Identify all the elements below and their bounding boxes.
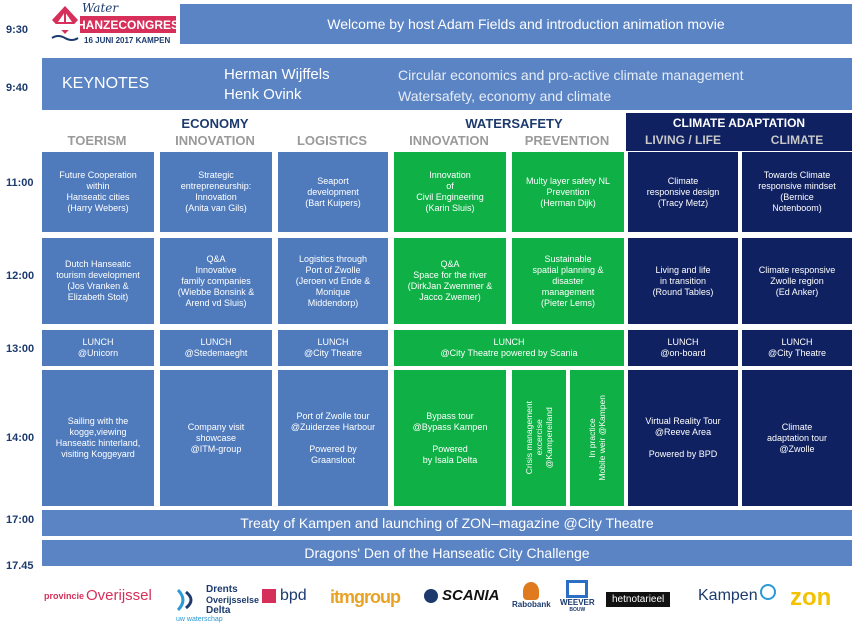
sponsor-kampen-name: Kampen (698, 587, 758, 604)
logo-congress-title: HANZECONGRES (77, 16, 180, 33)
time-label: 12:00 (6, 270, 35, 282)
tour-cell-label: In practice Mobile weir @Kampen (587, 395, 607, 481)
treaty-text: Treaty of Kampen and launching of ZON–ma… (240, 515, 654, 531)
sponsor-rabobank-name: Rabobank (512, 600, 551, 609)
scania-griffin-icon (424, 588, 438, 603)
treaty-band: Treaty of Kampen and launching of ZON–ma… (42, 510, 852, 536)
sponsor-notarieel-logo: hetnotarieel (606, 592, 671, 607)
lunch-cell[interactable]: LUNCH @on-board (628, 330, 738, 366)
tour-cell[interactable]: Bypass tour @Bypass Kampen Powered by Is… (394, 370, 506, 506)
tour-cell[interactable]: Company visit showcase @ITM-group (160, 370, 272, 506)
keynotes-band: KEYNOTES Herman Wijffels Henk Ovink Circ… (42, 58, 852, 110)
tour-cell[interactable]: Virtual Reality Tour @Reeve Area Powered… (628, 370, 738, 506)
time-label: 9:40 (6, 82, 29, 94)
session-cell[interactable]: Climate responsive design (Tracy Metz) (628, 152, 738, 232)
keynote-speaker: Henk Ovink (224, 86, 302, 103)
time-label: 14:00 (6, 432, 35, 444)
lunch-cell[interactable]: LUNCH @Stedemaeght (160, 330, 272, 366)
sponsor-weever-logo: WEEVER BOUW (560, 580, 595, 613)
time-label: 13:00 (6, 343, 35, 355)
sponsor-itm-logo: itmgroup (330, 587, 401, 608)
column-header-toerism: TOERISM (67, 133, 127, 148)
drents-wave-icon (176, 588, 193, 612)
column-header-prevention: PREVENTION (524, 133, 610, 148)
sponsor-zon-logo: zon (790, 584, 831, 612)
tour-cell-label: Crisis management excercise @Kampereilan… (524, 401, 554, 475)
session-cell[interactable]: Strategic entrepreneurship: Innovation (… (160, 152, 272, 232)
sponsor-zon-name: zon (790, 584, 832, 611)
dragons-band: Dragons' Den of the Hanseatic City Chall… (42, 540, 852, 566)
sponsor-bpd-logo: bpd (262, 587, 307, 605)
sponsor-scania-logo: SCANIA (424, 587, 500, 604)
session-cell[interactable]: Climate responsive Zwolle region (Ed Ank… (742, 238, 852, 324)
group-header-economy: ECONOMY (181, 116, 249, 131)
keynote-speaker: Herman Wijffels (224, 66, 330, 83)
sponsor-overijssel-logo: provincie Overijssel (44, 587, 152, 604)
welcome-band: Welcome by host Adam Fields and introduc… (180, 4, 852, 44)
group-header-climate: CLIMATE ADAPTATION (672, 116, 806, 130)
sponsor-notarieel-name: hetnotarieel (612, 594, 665, 605)
tour-cell[interactable]: Climate adaptation tour @Zwolle (742, 370, 852, 506)
sponsor-drents-line: uw waterschap (176, 616, 223, 623)
keynote-topic: Watersafety, economy and climate (398, 88, 612, 104)
sponsor-drents-line: Delta (206, 605, 231, 616)
session-cell[interactable]: Seaport development (Bart Kuipers) (278, 152, 388, 232)
welcome-text: Welcome by host Adam Fields and introduc… (327, 16, 725, 32)
logo-congress-label: HANZECONGRES (77, 17, 180, 32)
sponsor-drents-logo: Drents Overijsselse Delta uw waterschap (176, 584, 259, 623)
session-cell[interactable]: Q&A Innovative family companies (Wiebbe … (160, 238, 272, 324)
column-header-living: LIVING / LIFE (644, 133, 721, 147)
tour-cell[interactable]: Port of Zwolle tour @Zuiderzee Harbour P… (278, 370, 388, 506)
rabobank-emblem-icon (523, 582, 540, 600)
session-cell[interactable]: Q&A Space for the river (DirkJan Zwemmer… (394, 238, 506, 324)
event-logo: Water connects HANZECONGRES 16 JUNI 2017… (48, 1, 180, 50)
dragons-text: Dragons' Den of the Hanseatic City Chall… (304, 545, 590, 561)
time-label: 9:30 (6, 24, 29, 36)
sponsor-kampen-logo: Kampen (698, 584, 776, 605)
lunch-cell[interactable]: LUNCH @City Theatre powered by Scania (394, 330, 624, 366)
column-header-climate: CLIMATE (770, 133, 824, 147)
lunch-cell[interactable]: LUNCH @City Theatre (742, 330, 852, 366)
kampen-mark-icon (759, 584, 776, 600)
logo-date: 16 JUNI 2017 KAMPEN (84, 36, 171, 45)
sponsor-overijssel-prefix: provincie (44, 590, 85, 601)
session-cell[interactable]: Living and life in transition (Round Tab… (628, 238, 738, 324)
column-header-innovation: INNOVATION (175, 133, 255, 148)
sponsor-drents-line: Drents (206, 584, 238, 595)
logo-ship-icon (51, 6, 79, 41)
sponsor-bpd-name: bpd (280, 587, 307, 604)
session-cell[interactable]: Sustainable spatial planning & disaster … (512, 238, 624, 324)
session-cell[interactable]: Towards Climate responsive mindset (Bern… (742, 152, 852, 232)
time-label: 17.45 (6, 560, 34, 572)
keynotes-label: KEYNOTES (62, 75, 150, 92)
session-cell[interactable]: Multy layer safety NL Prevention (Herman… (512, 152, 624, 232)
tour-cell[interactable]: Sailing with the kogge,viewing Hanseatic… (42, 370, 154, 506)
sponsor-drents-line: Overijsselse (206, 595, 260, 605)
session-cell[interactable]: Future Cooperation within Hanseatic citi… (42, 152, 154, 232)
tour-cell[interactable]: In practice Mobile weir @Kampen (570, 370, 624, 506)
sponsor-rabobank-logo: Rabobank (512, 582, 551, 609)
group-header-watersafety: WATERSAFETY (465, 116, 563, 131)
time-label: 11:00 (6, 177, 34, 189)
keynote-topic: Circular economics and pro-active climat… (398, 67, 744, 83)
session-cell[interactable]: Logistics through Port of Zwolle (Jeroen… (278, 238, 388, 324)
column-header-logistics: LOGISTICS (296, 133, 368, 148)
climate-header-block (626, 113, 852, 151)
sponsor-weever-sub: BOUW (569, 607, 586, 613)
lunch-cell[interactable]: LUNCH @City Theatre (278, 330, 388, 366)
sponsor-overijssel-name: Overijssel (86, 587, 152, 604)
bpd-mark-icon (262, 589, 276, 603)
session-cell[interactable]: Innovation of Civil Engineering (Karin S… (394, 152, 506, 232)
time-label: 17:00 (6, 514, 35, 526)
session-cell[interactable]: Dutch Hanseatic tourism development (Jos… (42, 238, 154, 324)
tour-cell[interactable]: Crisis management excercise @Kampereilan… (512, 370, 566, 506)
lunch-cell[interactable]: LUNCH @Unicorn (42, 330, 154, 366)
sponsor-weever-name: WEEVER (560, 598, 595, 607)
sponsor-itm-name: itmgroup (330, 587, 401, 607)
column-header-innovation: INNOVATION (409, 133, 489, 148)
weever-mark-icon (566, 580, 589, 598)
sponsor-scania-name: SCANIA (442, 587, 500, 604)
